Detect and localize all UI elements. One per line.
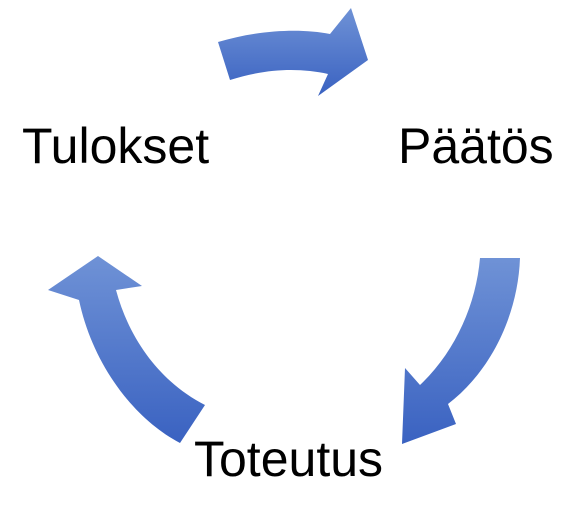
node-label-tulokset: Tulokset bbox=[22, 118, 210, 174]
arrow-tulokset-to-paatos bbox=[218, 8, 368, 96]
node-label-toteutus: Toteutus bbox=[194, 431, 384, 487]
node-label-paatos: Päätös bbox=[398, 118, 554, 174]
arrow-toteutus-to-tulokset bbox=[48, 256, 205, 443]
arrow-paatos-to-toteutus bbox=[402, 258, 520, 444]
